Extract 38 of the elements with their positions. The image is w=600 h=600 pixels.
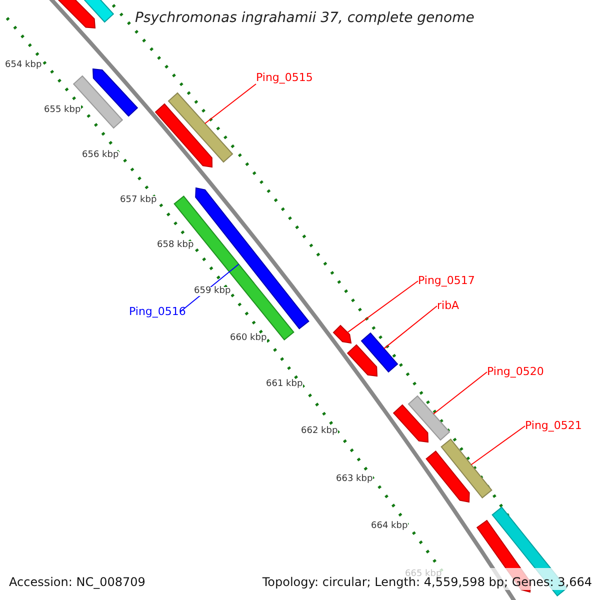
leader-line (432, 372, 488, 415)
tick-label: 661 kbp (266, 380, 303, 389)
tick-label: 657 kbp (120, 196, 157, 205)
gene-block (440, 438, 492, 498)
footer-text: Topology: circular; Length: 4,559,598 bp; Genes: 3,664 (262, 576, 592, 588)
gene-block (57, 0, 96, 29)
gene-block (195, 187, 310, 330)
leader-line (204, 84, 256, 124)
tick-label: 658 kbp (157, 241, 194, 250)
leader-line (470, 426, 526, 466)
gene-label: Ping_0520 (487, 366, 544, 377)
gene-block (426, 450, 470, 503)
gene-block (408, 395, 450, 441)
gene-label: Ping_0516 (129, 306, 186, 317)
leader-line (384, 306, 438, 350)
gene-label: Ping_0515 (256, 72, 313, 83)
gene-block (332, 324, 352, 344)
gene-block (82, 0, 114, 23)
gene-block (346, 344, 378, 377)
tick-label: 654 kbp (5, 61, 42, 70)
tick-label: 655 kbp (44, 106, 81, 115)
gene-label: Ping_0517 (418, 275, 475, 286)
gene-block (154, 103, 212, 168)
tick-label: 664 kbp (371, 522, 408, 531)
gene-label: Ping_0521 (525, 420, 582, 431)
gene-block (360, 332, 398, 373)
tick-label: 656 kbp (82, 151, 119, 160)
gene-label: ribA (437, 300, 460, 311)
tick-label: 662 kbp (301, 427, 338, 436)
gene-block (168, 92, 234, 163)
gene-block (392, 404, 429, 443)
tick-label: 659 kbp (194, 287, 231, 296)
footer-text: Accession: NC_008709 (9, 576, 146, 588)
map-title: Psychromonas ingrahamii 37, complete genome (135, 11, 474, 25)
tick-label: 660 kbp (230, 334, 267, 343)
gene-block (92, 68, 138, 117)
tick-label: 663 kbp (336, 475, 373, 484)
leader-line (347, 280, 418, 333)
